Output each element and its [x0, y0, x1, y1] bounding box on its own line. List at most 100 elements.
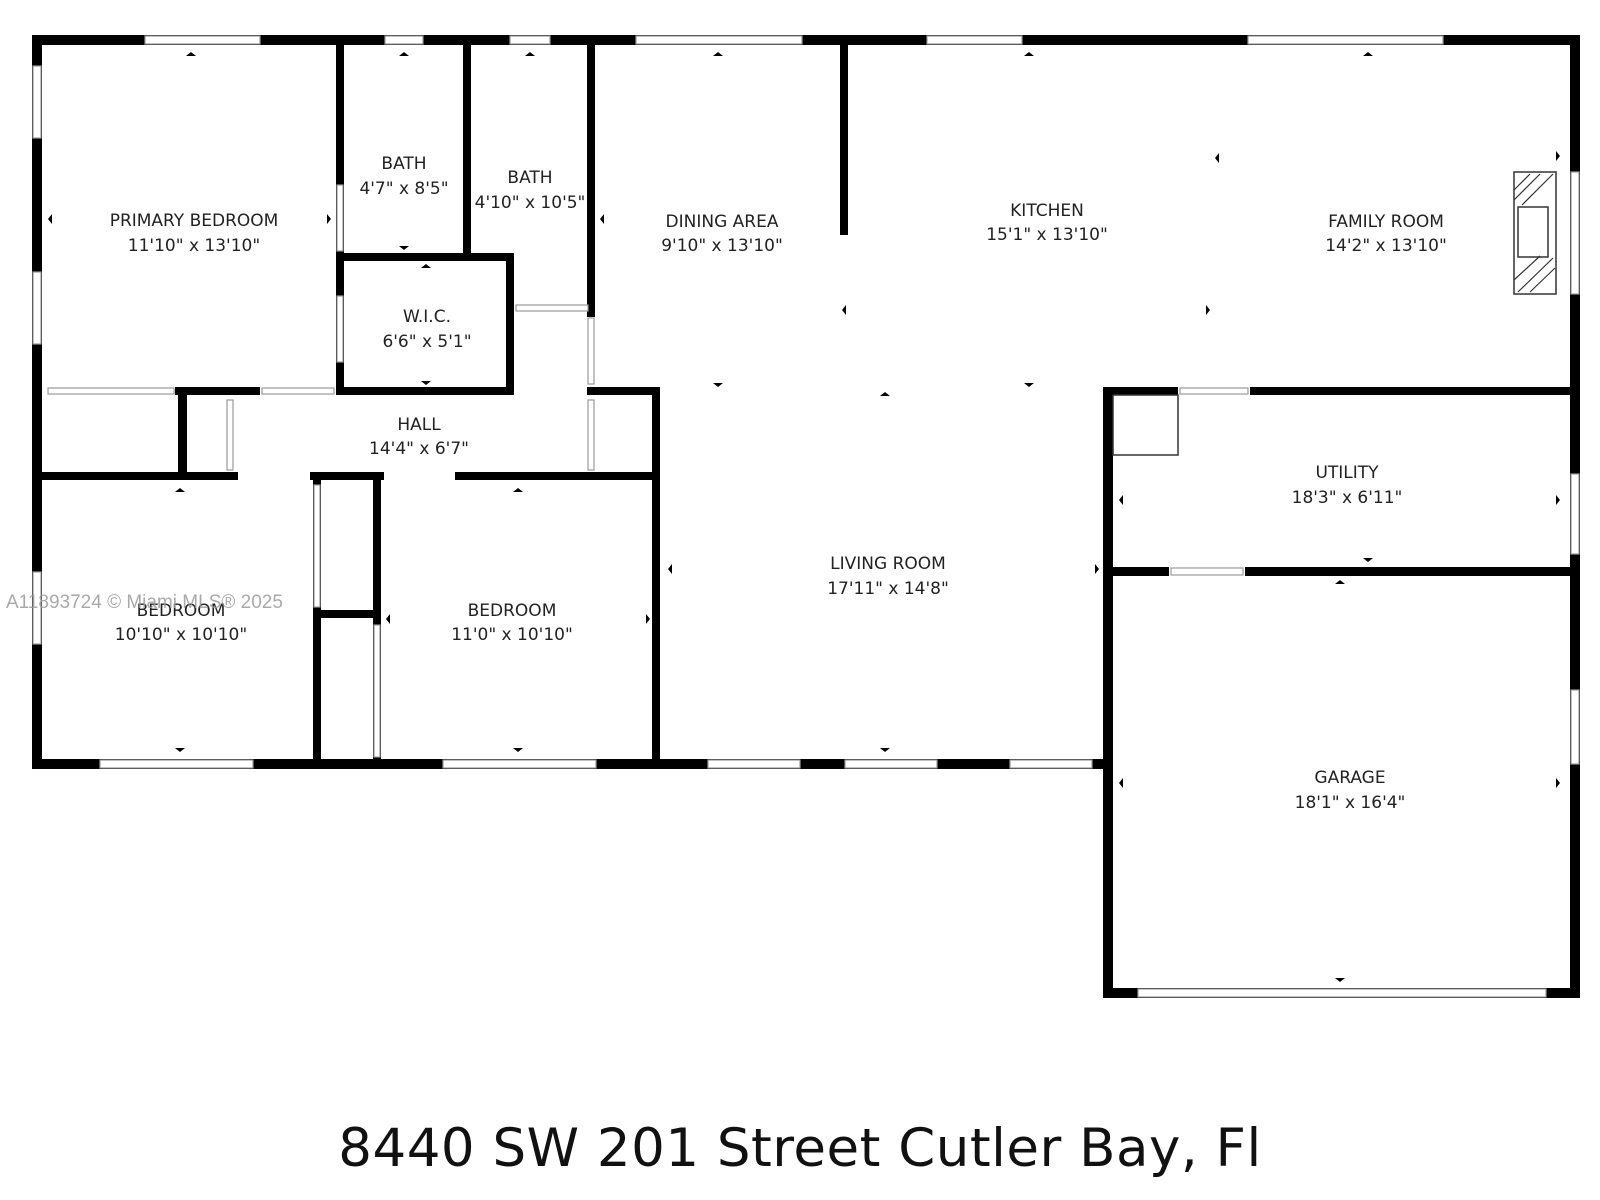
wall-utility-left — [1103, 390, 1113, 998]
wall-bedroom2-top — [455, 472, 660, 480]
room-name: HALL — [397, 415, 441, 435]
opening — [336, 295, 344, 363]
opening — [515, 304, 589, 312]
room-dimensions: 15'1" x 13'10" — [986, 225, 1108, 245]
wall-closet2-mid — [313, 610, 381, 618]
window — [32, 65, 42, 139]
opening — [313, 484, 321, 608]
wall-exterior-left — [32, 35, 42, 769]
measurement-markers — [48, 52, 1560, 982]
opening — [373, 624, 381, 758]
room-kitchen: KITCHEN 15'1" x 13'10" — [986, 201, 1108, 245]
room-garage: GARAGE 18'1" x 16'4" — [1295, 768, 1406, 813]
wall-garage-top-a — [1103, 567, 1169, 576]
wall-closet-top-b — [178, 387, 236, 395]
room-name: LIVING ROOM — [830, 554, 946, 574]
wall-wic-right — [506, 253, 514, 395]
wall-closet-top-c — [310, 472, 384, 480]
wall-bath2-right — [587, 45, 595, 317]
opening — [261, 387, 335, 395]
room-bath-2: BATH 4'10" x 10'5" — [475, 168, 586, 213]
room-living-room: LIVING ROOM 17'11" x 14'8" — [827, 554, 949, 599]
room-primary-bedroom: PRIMARY BEDROOM 11'10" x 13'10" — [110, 211, 279, 256]
room-dimensions: 11'0" x 10'10" — [451, 625, 573, 645]
opening — [336, 184, 344, 252]
opening — [587, 317, 595, 385]
windows — [32, 35, 1580, 998]
wall-exterior-top — [32, 35, 1580, 45]
wall-wic-top — [336, 253, 514, 261]
room-hall: HALL 14'4" x 6'7" — [369, 415, 469, 459]
opening — [47, 387, 175, 395]
room-dimensions: 10'10" x 10'10" — [115, 625, 247, 645]
wall-utility-top-a — [1103, 387, 1178, 395]
opening — [1570, 473, 1580, 555]
room-dining-area: DINING AREA 9'10" x 13'10" — [661, 212, 783, 256]
window — [32, 271, 42, 345]
wall-hall-right — [652, 387, 660, 769]
opening — [226, 399, 234, 471]
room-bath-1: BATH 4'7" x 8'5" — [359, 154, 448, 199]
room-name: PRIMARY BEDROOM — [110, 211, 279, 231]
room-dimensions: 14'2" x 13'10" — [1325, 236, 1447, 256]
room-dimensions: 4'7" x 8'5" — [359, 179, 448, 199]
wall-dining-stub — [840, 45, 848, 235]
room-bedroom-2: BEDROOM 11'0" x 10'10" — [451, 601, 573, 645]
wall-garage-top-b — [1245, 567, 1570, 576]
window — [144, 35, 261, 45]
wall-wic-bottom — [336, 387, 514, 395]
window — [442, 759, 597, 769]
utility-fixture — [1112, 394, 1179, 456]
room-dimensions: 6'6" x 5'1" — [382, 332, 471, 352]
room-bedroom-1: BEDROOM 10'10" x 10'10" — [115, 601, 247, 645]
garage-door — [1137, 988, 1547, 998]
wall-bath-divider — [463, 45, 471, 261]
window — [844, 759, 938, 769]
room-dimensions: 4'10" x 10'5" — [475, 193, 586, 213]
opening — [587, 399, 595, 471]
opening — [1170, 567, 1244, 576]
room-name: BATH — [381, 154, 426, 174]
window — [926, 35, 1023, 45]
room-name: FAMILY ROOM — [1328, 212, 1444, 232]
property-address: 8440 SW 201 Street Cutler Bay, Fl — [338, 1118, 1262, 1179]
room-name: BEDROOM — [468, 601, 557, 621]
wall-closet2-left — [313, 472, 321, 769]
room-utility: UTILITY 18'3" x 6'11" — [1292, 463, 1403, 508]
room-family-room: FAMILY ROOM 14'2" x 13'10" — [1325, 212, 1447, 256]
room-name: KITCHEN — [1010, 201, 1084, 221]
opening — [1009, 759, 1093, 769]
walls — [32, 35, 1580, 998]
wall-bedroom1-top — [42, 472, 238, 480]
window — [635, 35, 803, 45]
room-dimensions: 11'10" x 13'10" — [128, 236, 260, 256]
window — [707, 759, 801, 769]
room-dimensions: 17'11" x 14'8" — [827, 579, 949, 599]
room-name: DINING AREA — [666, 212, 779, 232]
fireplace-icon — [1513, 171, 1557, 295]
wall-closet-left — [178, 387, 187, 480]
wall-closet2-right — [373, 472, 381, 769]
opening — [1247, 35, 1444, 45]
room-dimensions: 14'4" x 6'7" — [369, 439, 469, 459]
window — [99, 759, 254, 769]
room-dimensions: 18'3" x 6'11" — [1292, 488, 1403, 508]
room-dimensions: 9'10" x 13'10" — [661, 236, 783, 256]
window — [32, 571, 42, 645]
room-name: W.I.C. — [403, 307, 451, 327]
window — [1570, 171, 1580, 295]
window — [1570, 689, 1580, 765]
wall-utility-top-b — [1250, 387, 1570, 395]
room-name: GARAGE — [1314, 768, 1385, 788]
watermark: A11893724 © Miami MLS® 2025 — [6, 592, 283, 613]
room-name: BEDROOM — [137, 601, 226, 621]
window — [384, 35, 424, 45]
wall-hall-right-top — [587, 387, 659, 395]
room-dimensions: 18'1" x 16'4" — [1295, 793, 1406, 813]
room-name: UTILITY — [1315, 463, 1379, 483]
room-name: BATH — [507, 168, 552, 188]
opening — [1179, 387, 1249, 395]
window — [509, 35, 551, 45]
room-wic: W.I.C. 6'6" x 5'1" — [382, 307, 471, 352]
